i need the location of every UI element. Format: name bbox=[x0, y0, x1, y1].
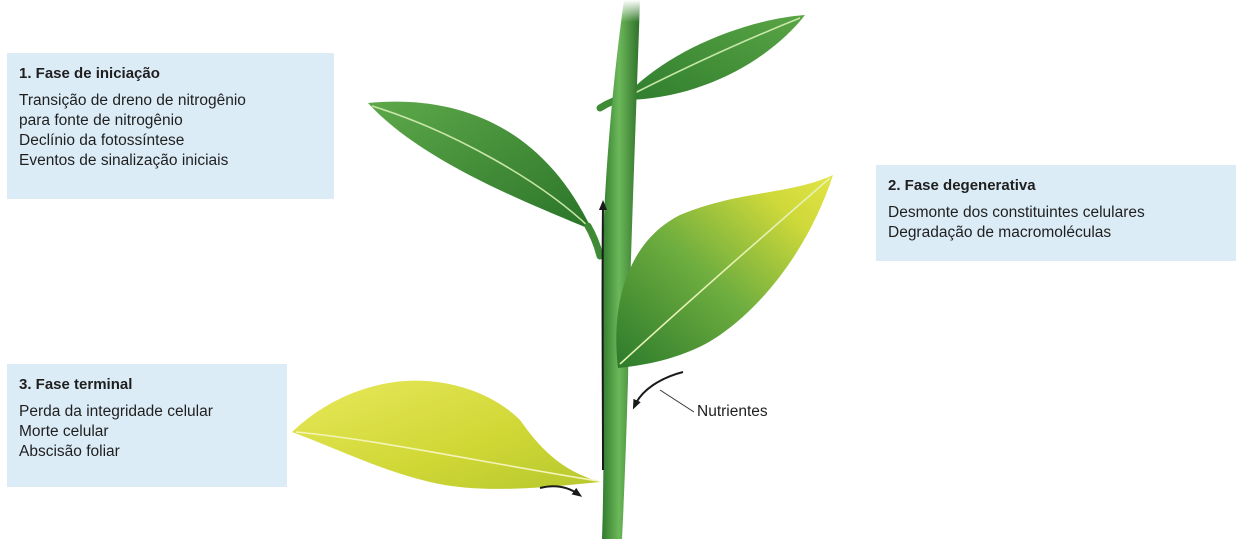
leaf-export-arrow bbox=[540, 486, 578, 494]
leaf-bottom-yellow bbox=[292, 381, 600, 489]
leaf-left-green bbox=[368, 102, 600, 256]
nutrients-label: Nutrientes bbox=[697, 402, 768, 422]
callout-leader-line bbox=[660, 390, 694, 412]
leaf-right-yellowing bbox=[616, 175, 833, 368]
